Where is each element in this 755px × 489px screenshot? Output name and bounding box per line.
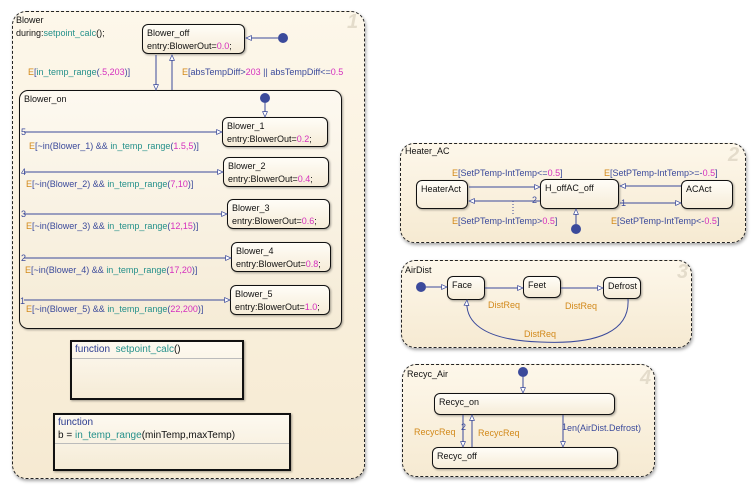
default-transition-dot — [571, 224, 581, 234]
transition-label-face-to-feet[interactable]: DistReq — [488, 300, 521, 310]
airdist-superstate[interactable] — [401, 260, 692, 348]
transition-label-recyc-off-to-on[interactable]: RecycReq — [478, 428, 520, 438]
state-ac-act[interactable]: ACAct — [681, 180, 733, 209]
transition-label-blower-4[interactable]: E[~in(Blower_4) && in_temp_range(17,20)] — [25, 265, 198, 275]
state-blower-off[interactable]: Blower_off entry:BlowerOut=0.0; — [142, 24, 245, 54]
priority-label: 5 — [21, 127, 27, 137]
divider — [72, 358, 242, 359]
state-blower-3[interactable]: Blower_3 entry:BlowerOut=0.6; — [227, 199, 330, 229]
recyc-air-number: 4 — [640, 367, 652, 389]
transition-label-blower-3[interactable]: E[~in(Blower_3) && in_temp_range(12,15)] — [26, 221, 199, 231]
transition-label-heater-to-off[interactable]: E[SetPTemp-IntTemp<=0.5] — [452, 168, 563, 178]
state-face[interactable]: Face — [447, 276, 485, 300]
transition-label-off-to-ac[interactable]: E[SetPTemp-IntTemp<-0.5] — [611, 216, 720, 226]
default-transition-dot — [278, 33, 288, 43]
airdist-number: 3 — [677, 261, 689, 283]
divider — [55, 443, 289, 444]
default-transition-dot — [518, 367, 528, 377]
transition-label-blower-1[interactable]: E[~in(Blower_1) && in_temp_range(1.5,5)] — [29, 141, 199, 151]
recyc-air-title: Recyc_Air — [407, 369, 449, 379]
priority-label: 1 — [20, 296, 26, 306]
blower-on-title: Blower_on — [24, 94, 67, 104]
transition-label-defrost-to-face[interactable]: DistReq — [524, 329, 557, 339]
function-in-temp-range[interactable]: function b = in_temp_range(minTemp,maxTe… — [53, 413, 291, 471]
state-blower-2[interactable]: Blower_2 entry:BlowerOut=0.4; — [223, 157, 329, 187]
transition-label-blower-5[interactable]: E[~in(Blower_5) && in_temp_range(22,200)… — [26, 304, 204, 314]
heater-ac-number: 2 — [728, 144, 740, 166]
transition-label-to-off[interactable]: E[absTempDiff>203 || absTempDiff<=0.5 — [182, 67, 344, 77]
heater-ac-title: Heater_AC — [405, 146, 450, 156]
blower-title: Blower — [16, 15, 44, 25]
function-setpoint-calc[interactable]: function setpoint_calc() — [70, 340, 244, 400]
priority-label: 2 — [532, 195, 538, 205]
blower-number: 1 — [347, 11, 359, 33]
transition-label-off-to-heater[interactable]: E[SetPTemp-IntTemp>0.5] — [452, 216, 558, 226]
state-h-off-ac-off[interactable]: H_offAC_off — [540, 179, 619, 209]
priority-label: 1 — [562, 422, 568, 432]
priority-label: 2 — [461, 422, 467, 432]
transition-label-to-on[interactable]: E[in_temp_range(.5,203)] — [28, 67, 131, 77]
transition-label-recyc-on-to-off[interactable]: RecycReq — [414, 427, 456, 437]
state-blower-1[interactable]: Blower_1 entry:BlowerOut=0.2; — [222, 117, 328, 147]
state-entry: entry:BlowerOut=0.0; — [147, 41, 232, 51]
transition-label-recyc-defrost[interactable]: en(AirDist.Defrost) — [567, 423, 642, 433]
blower-during: during:setpoint_calc(); — [16, 28, 105, 38]
default-transition-dot — [416, 282, 426, 292]
priority-label: 2 — [21, 253, 27, 263]
airdist-title: AirDist — [405, 265, 432, 275]
transition-defrost-to-face — [463, 298, 629, 343]
state-name: Blower_off — [147, 28, 190, 38]
transition-label-ac-to-off[interactable]: E[SetPTemp-IntTemp>=-0.5] — [604, 168, 718, 178]
transition-label-blower-2[interactable]: E[~in(Blower_2) && in_temp_range(7,10)] — [26, 179, 194, 189]
transition-label-feet-to-defrost[interactable]: DistReq — [565, 301, 598, 311]
default-transition-dot — [260, 93, 270, 103]
priority-label: 4 — [21, 167, 27, 177]
state-recyc-off[interactable]: Recyc_off — [432, 447, 618, 469]
state-heater-act[interactable]: HeaterAct — [416, 180, 468, 209]
state-feet[interactable]: Feet — [523, 276, 561, 298]
state-blower-4[interactable]: Blower_4 entry:BlowerOut=0.8; — [231, 242, 331, 272]
priority-label: 3 — [21, 209, 27, 219]
